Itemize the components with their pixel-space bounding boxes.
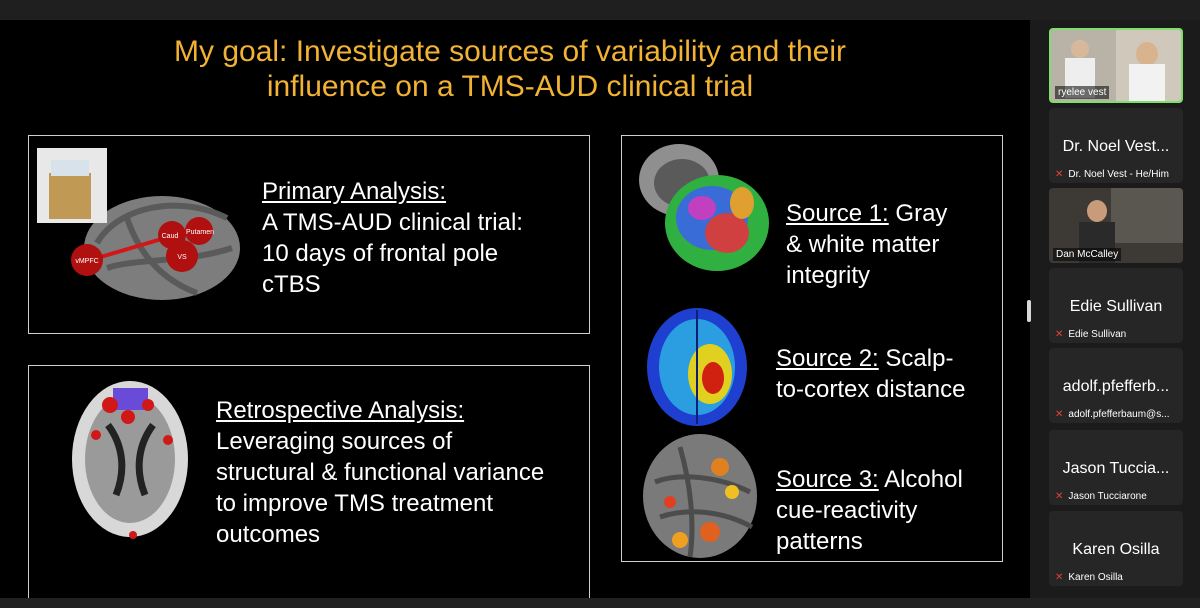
participant-name: Jason Tucciarone [1068, 491, 1147, 502]
primary-analysis-heading: Primary Analysis: [262, 178, 447, 205]
mic-muted-icon: ✕ [1055, 169, 1064, 180]
participant-tile-noel-vest[interactable]: Dr. Noel Vest... ✕ Dr. Noel Vest - He/Him [1049, 108, 1183, 183]
participant-name: ryelee vest [1055, 86, 1110, 99]
participant-tile-adolf-pfefferbaum[interactable]: adolf.pfefferb... ✕ adolf.pfefferbaum@s..… [1049, 348, 1183, 423]
sources-box [621, 135, 1003, 562]
source-1-text: Source 1: Gray & white matter integrity [786, 200, 948, 289]
participant-name: adolf.pfefferbaum@s... [1068, 409, 1170, 420]
scalp-cortex-distance-brain-figure [647, 308, 747, 426]
shared-slide: My goal: Investigate sources of variabil… [0, 20, 1030, 599]
participant-display-name: Edie Sullivan [1069, 298, 1163, 315]
window-bottom-bar [0, 598, 1200, 608]
panel-resize-handle[interactable] [1027, 300, 1031, 322]
label-caudate: Caud [162, 233, 179, 240]
label-vs: VS [177, 254, 187, 261]
source-1-heading: Source 1: [786, 200, 889, 227]
retrospective-analysis-heading: Retrospective Analysis: [216, 397, 465, 424]
gray-white-matter-brain-figure [639, 144, 769, 271]
participant-tile-karen-osilla[interactable]: Karen Osilla ✕ Karen Osilla [1049, 511, 1183, 586]
source-3-heading: Source 3: [776, 466, 879, 493]
participant-tile-dan-mccalley[interactable]: Dan McCalley [1049, 188, 1183, 263]
participant-display-name: Karen Osilla [1072, 541, 1160, 558]
participant-display-name: adolf.pfefferb... [1062, 378, 1170, 395]
participant-tile-ryelee-vest[interactable]: ryelee vest [1049, 28, 1183, 103]
mic-muted-icon: ✕ [1055, 409, 1064, 420]
participant-display-name: Jason Tuccia... [1062, 460, 1170, 477]
axial-brain-figure [72, 381, 188, 539]
mic-muted-icon: ✕ [1055, 329, 1064, 340]
mic-muted-icon: ✕ [1055, 491, 1064, 502]
participant-name: Edie Sullivan [1068, 329, 1127, 340]
window-top-bar [0, 0, 1200, 20]
source-2-text: Source 2: Scalp- to-cortex distance [776, 345, 966, 403]
participant-tile-jason-tucciarone[interactable]: Jason Tuccia... ✕ Jason Tucciarone [1049, 430, 1183, 505]
retrospective-analysis-text: Retrospective Analysis: Leveraging sourc… [216, 397, 545, 548]
source-2-heading: Source 2: [776, 345, 879, 372]
source-3-text: Source 3: Alcohol cue-reactivity pattern… [776, 466, 963, 555]
participant-name: Karen Osilla [1068, 572, 1123, 583]
cue-reactivity-brain-figure [643, 434, 757, 558]
slide-title: My goal: Investigate sources of variabil… [174, 35, 846, 103]
participant-name: Dan McCalley [1053, 248, 1122, 261]
label-putamen: Putamen [186, 229, 214, 236]
mic-muted-icon: ✕ [1055, 572, 1064, 583]
brain-network-figure: vMPFC Caud Putamen VS [37, 148, 240, 300]
label-vmpfc: vMPFC [75, 258, 98, 265]
participant-display-name: Dr. Noel Vest... [1062, 138, 1170, 155]
participant-tile-edie-sullivan[interactable]: Edie Sullivan ✕ Edie Sullivan [1049, 268, 1183, 343]
primary-analysis-box [28, 135, 590, 334]
primary-analysis-text: Primary Analysis: A TMS-AUD clinical tri… [262, 178, 523, 298]
participant-name: Dr. Noel Vest - He/Him [1068, 169, 1169, 180]
